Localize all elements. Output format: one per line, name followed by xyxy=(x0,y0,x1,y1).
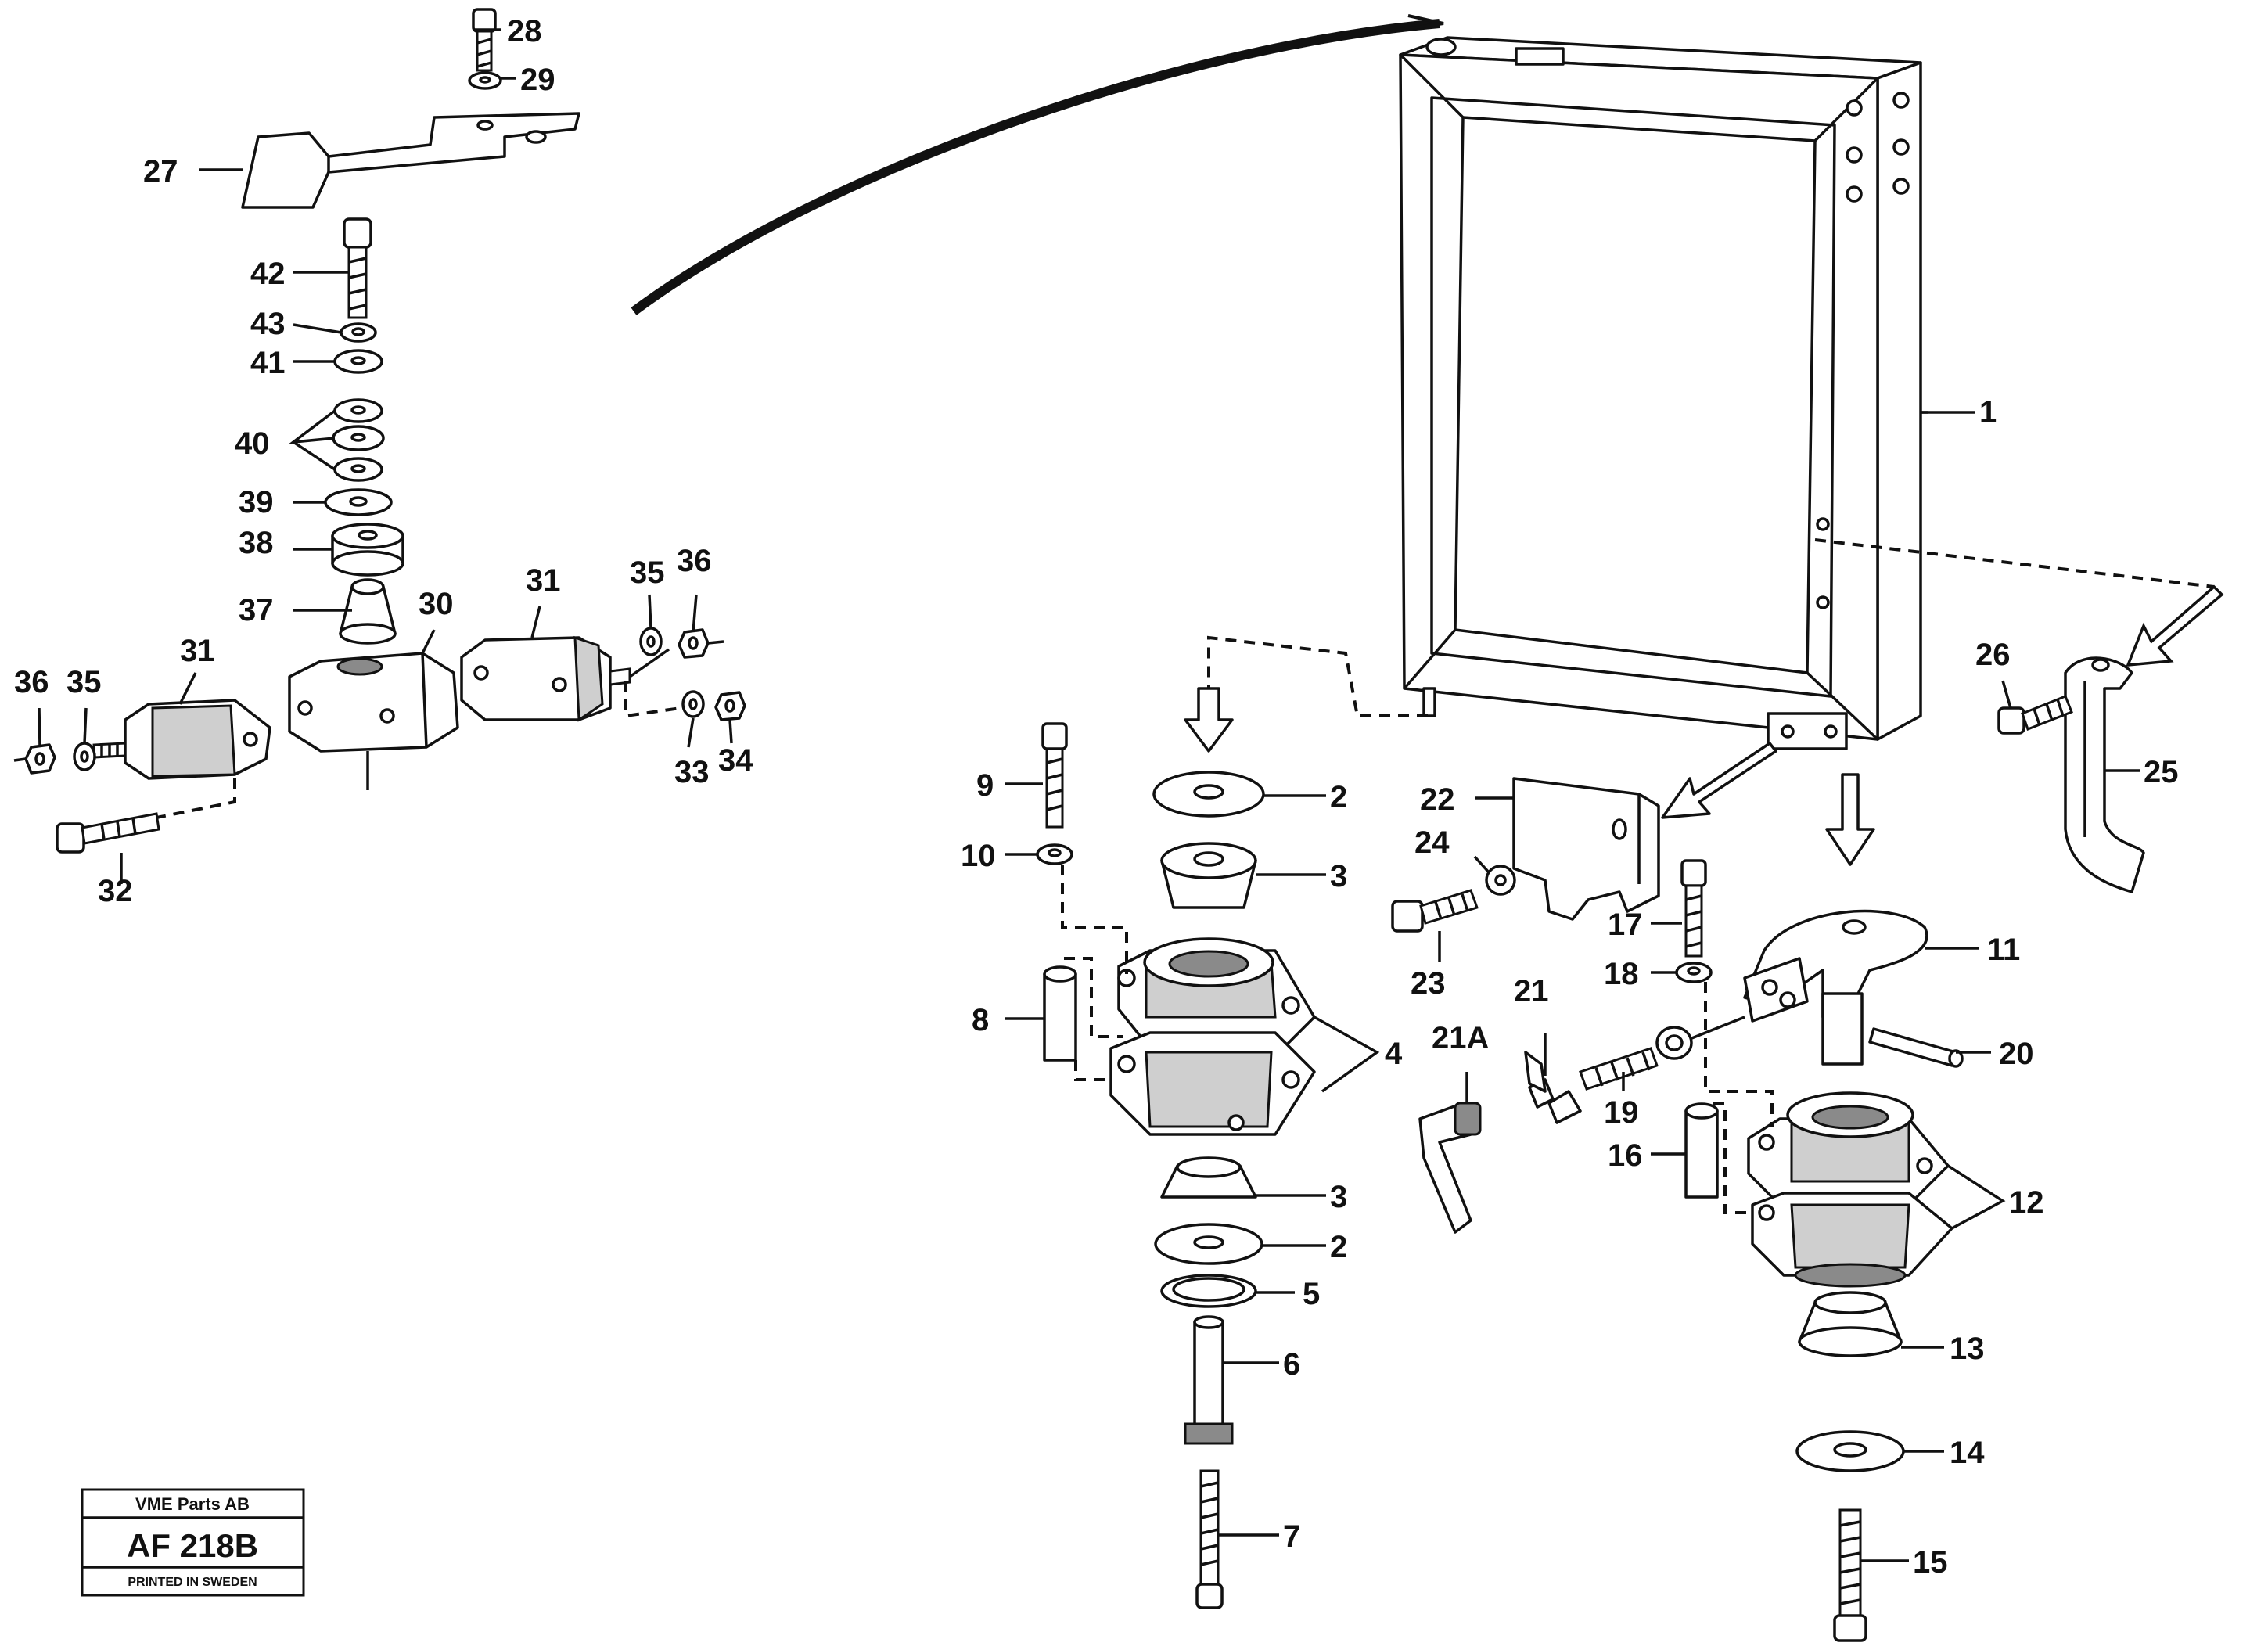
callout-20: 20 xyxy=(1999,1037,2034,1071)
callout-31-left: 31 xyxy=(180,634,215,668)
callout-2-top: 2 xyxy=(1330,780,1347,814)
arrow-to-bracket25 xyxy=(2126,584,2224,667)
callout-12: 12 xyxy=(2009,1185,2044,1220)
left-mount-stack xyxy=(1036,722,1316,1609)
callout-34: 34 xyxy=(718,743,753,778)
radiator xyxy=(1399,36,1922,750)
pointer-curve xyxy=(631,19,1440,315)
callout-42: 42 xyxy=(250,257,286,291)
callout-37: 37 xyxy=(239,593,274,627)
bracket-22-assembly xyxy=(1391,777,1660,933)
arrow-to-bracket22 xyxy=(1661,742,1777,819)
callout-21: 21 xyxy=(1514,974,1549,1008)
callout-3-top: 3 xyxy=(1330,859,1347,893)
callout-22: 22 xyxy=(1420,782,1455,817)
arrow-to-bracket11 xyxy=(1825,773,1875,866)
callout-4: 4 xyxy=(1385,1037,1403,1071)
callout-14: 14 xyxy=(1950,1436,1985,1470)
callout-5: 5 xyxy=(1303,1277,1320,1311)
callout-9: 9 xyxy=(976,768,994,803)
callout-6: 6 xyxy=(1283,1347,1300,1382)
callout-33: 33 xyxy=(674,755,710,789)
callout-18: 18 xyxy=(1604,957,1639,991)
callout-43: 43 xyxy=(250,307,286,341)
callout-13: 13 xyxy=(1950,1332,1985,1366)
callout-28: 28 xyxy=(507,14,542,49)
callout-41: 41 xyxy=(250,346,286,380)
callout-23: 23 xyxy=(1411,966,1446,1001)
callout-17: 17 xyxy=(1608,908,1643,942)
stamp-company: VME Parts AB xyxy=(135,1494,250,1514)
callout-26: 26 xyxy=(1975,638,2011,672)
callout-7: 7 xyxy=(1283,1519,1300,1554)
callout-1: 1 xyxy=(1979,395,1997,430)
stamp-code: AF 218B xyxy=(127,1527,258,1564)
pointer-arrowhead xyxy=(1400,14,1444,31)
callout-36-right: 36 xyxy=(677,544,712,578)
callout-2-bottom: 2 xyxy=(1330,1230,1347,1264)
callout-35-left: 35 xyxy=(66,665,102,699)
callout-labels: 1 2 2 3 3 4 5 6 7 8 9 10 11 12 13 14 15 … xyxy=(14,14,2179,1580)
callout-30: 30 xyxy=(419,587,454,621)
callout-29: 29 xyxy=(520,63,555,97)
dashed-link-bracket25 xyxy=(1814,538,2215,588)
right-mount-stack xyxy=(1418,859,1964,1642)
stamp-printed: PRINTED IN SWEDEN xyxy=(128,1576,257,1589)
publisher-stamp: VME Parts AB AF 218B PRINTED IN SWEDEN xyxy=(81,1488,305,1597)
leader-lines xyxy=(38,28,2140,1562)
callout-31-right: 31 xyxy=(526,563,561,598)
callout-8: 8 xyxy=(972,1003,989,1037)
callout-36-left: 36 xyxy=(14,665,49,699)
callout-24: 24 xyxy=(1414,825,1450,860)
callout-32: 32 xyxy=(98,874,133,908)
top-left-assembly xyxy=(13,8,746,854)
callout-35-right: 35 xyxy=(630,555,665,590)
dashed-link-left-mount xyxy=(1207,635,1428,717)
callout-38: 38 xyxy=(239,526,274,560)
callout-39: 39 xyxy=(239,485,274,519)
callout-10: 10 xyxy=(961,839,996,873)
callout-21a: 21A xyxy=(1432,1021,1489,1055)
callout-16: 16 xyxy=(1608,1138,1643,1173)
callout-11: 11 xyxy=(1987,933,2020,967)
callout-40: 40 xyxy=(235,426,270,461)
callout-15: 15 xyxy=(1913,1545,1948,1580)
bracket-25-assembly xyxy=(1997,656,2145,893)
callout-3-bottom: 3 xyxy=(1330,1180,1347,1214)
callout-27: 27 xyxy=(143,154,178,189)
arrow-to-left-mount xyxy=(1184,687,1234,753)
callout-25: 25 xyxy=(2144,755,2179,789)
callout-19: 19 xyxy=(1604,1095,1639,1130)
